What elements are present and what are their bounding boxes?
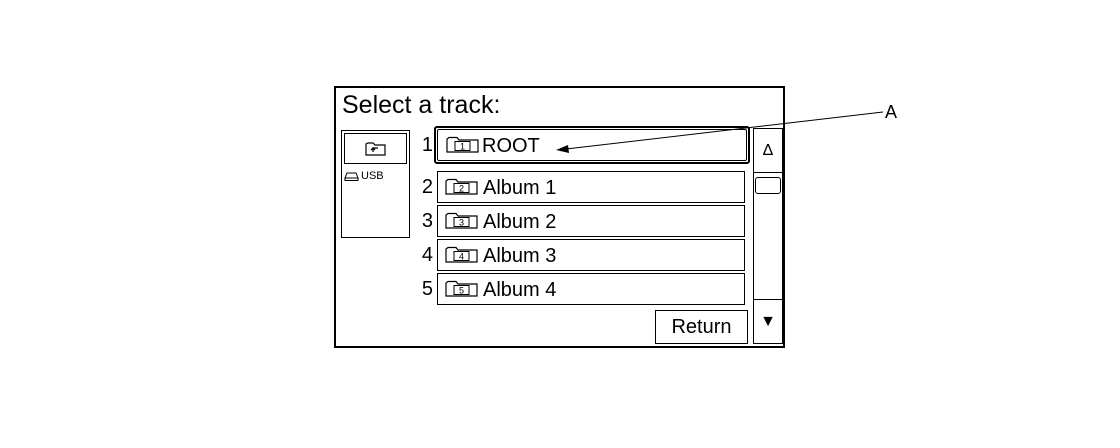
numbered-folder-icon: 3 [445,212,478,229]
folder-number: 3 [459,218,464,228]
track-number: 4 [421,244,433,266]
track-row: 4 4 Album 3 [417,239,751,271]
track-button[interactable]: 5 Album 4 [437,273,745,305]
track-row: 5 5 Album 4 [417,273,751,305]
folder-number: 5 [459,286,464,296]
numbered-folder-icon: 1 [446,136,479,153]
track-label: Album 2 [483,211,557,233]
track-number: 2 [421,176,433,198]
track-row: 2 2 Album 1 [417,171,751,203]
track-label: Album 1 [483,177,557,199]
callout-label: A [885,102,898,122]
numbered-folder-icon: 4 [445,246,478,263]
folder-up-icon [365,142,386,156]
track-button[interactable]: 2 Album 1 [437,171,745,203]
track-number: 5 [421,278,433,300]
usb-label: USB [361,170,384,182]
track-label: Album 3 [483,245,557,267]
track-number: 3 [421,210,433,232]
folder-number: 2 [459,184,464,194]
track-number: 1 [421,134,433,156]
return-button[interactable]: Return [655,310,748,344]
numbered-folder-icon: 2 [445,178,478,195]
track-label: ROOT [482,135,540,157]
scroll-thumb[interactable] [755,177,781,194]
side-panel: USB [341,130,410,238]
track-row: 1 1 ROOT [417,126,751,164]
track-button[interactable]: 3 Album 2 [437,205,745,237]
track-row: 3 3 Album 2 [417,205,751,237]
usb-drive-icon [344,172,359,181]
up-folder-button[interactable] [344,133,407,164]
track-button-selected[interactable]: 1 ROOT [434,126,750,164]
track-button[interactable]: 4 Album 3 [437,239,745,271]
scrollbar[interactable]: Δ ▼ [753,128,783,344]
folder-number: 4 [459,252,464,262]
track-label: Album 4 [483,279,557,301]
folder-number: 1 [460,142,465,152]
numbered-folder-icon: 5 [445,280,478,297]
page-title: Select a track: [342,91,501,119]
scroll-down-button[interactable]: ▼ [754,299,782,343]
scroll-up-button[interactable]: Δ [754,129,782,173]
usb-source: USB [344,170,384,182]
